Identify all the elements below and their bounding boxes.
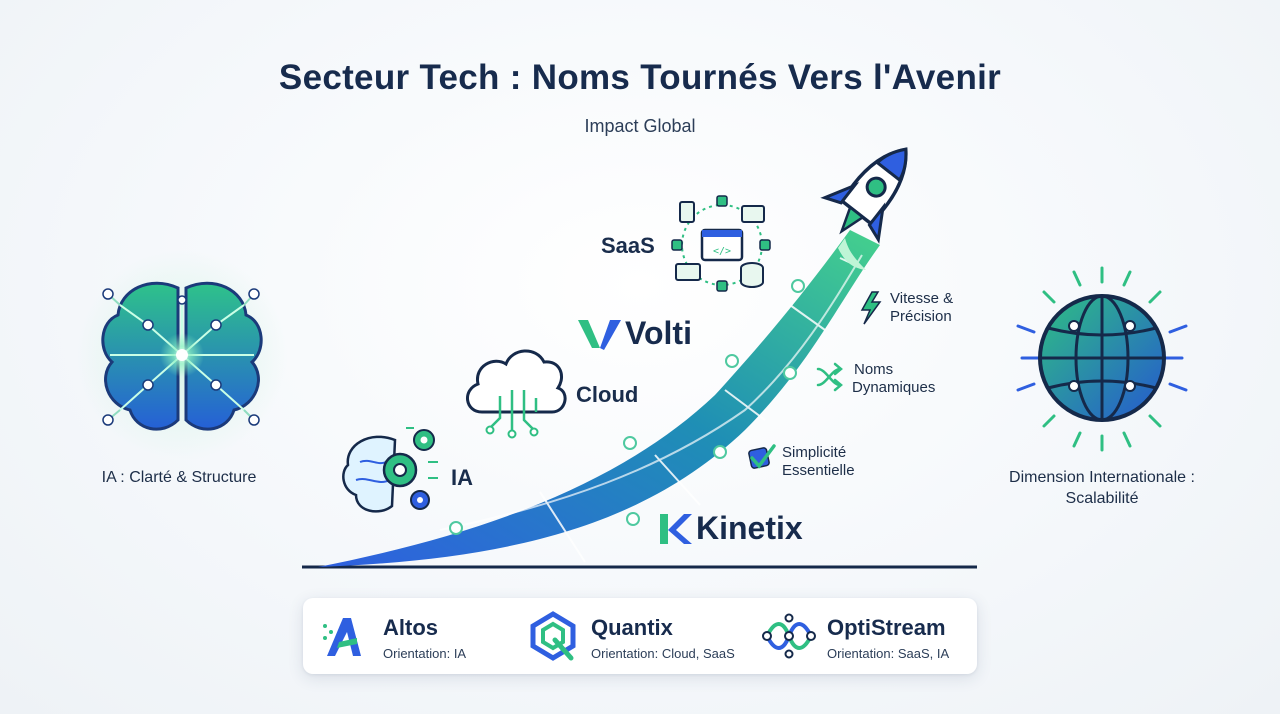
brand-kinetix-label: Kinetix [696,510,803,546]
rocket-icon [820,147,908,244]
checkmark-icon [748,444,776,469]
attribute-dynamic-line2: Dynamiques [852,379,936,396]
attribute-speed-line2: Précision [890,308,952,325]
lightning-icon [860,291,882,325]
attribute-simplicity-line1: Simplicité [782,444,847,461]
brand-volti-label: Volti [625,315,692,351]
altos-logo-icon [323,618,361,656]
legend-optistream-name: OptiStream [827,615,946,640]
category-ia-label: IA [451,465,473,490]
legend-item-optistream: OptiStream Orientation: SaaS, IA [761,598,971,674]
optistream-logo-icon [762,613,816,659]
attribute-simplicity-line2: Essentielle [782,462,855,479]
svg-text:</>: </> [713,246,731,257]
legend-altos-orientation: Orientation: IA [383,646,467,661]
globe-icon [1016,266,1188,452]
ai-head-gears-icon [342,427,438,513]
attribute-dynamic-line1: Noms [854,361,894,378]
volti-logo-icon [578,320,621,350]
ai-brain-icon [77,250,287,460]
international-caption-line1: Dimension Internationale : [1009,469,1195,486]
legend-item-altos: Altos Orientation: IA [317,598,527,674]
saas-network-icon: </> [671,195,771,292]
legend-altos-name: Altos [383,615,438,640]
attribute-speed-label: Vitesse & Précision [890,290,953,326]
attribute-dynamic-label: Noms Dynamiques [852,361,935,397]
legend-card: Altos Orientation: IA Quantix Orientatio… [303,598,977,674]
growth-trajectory [318,230,880,567]
ai-caption: IA : Clarté & Structure [101,469,257,486]
legend-optistream-orientation: Orientation: SaaS, IA [827,646,950,661]
cloud-icon [466,349,567,439]
category-cloud-label: Cloud [576,382,639,407]
attribute-speed-line1: Vitesse & [890,290,954,307]
legend-quantix-orientation: Orientation: Cloud, SaaS [591,646,735,661]
legend-quantix-name: Quantix [591,615,673,640]
international-caption-line2: Scalabilité [1065,490,1139,507]
quantix-logo-icon [530,611,576,661]
page-title: Secteur Tech : Noms Tournés Vers l'Aveni… [278,58,1002,97]
international-caption: Dimension Internationale : Scalabilité [982,467,1222,509]
attribute-simplicity-label: Simplicité Essentielle [782,444,855,480]
shuffle-arrows-icon [816,362,843,392]
category-saas-label: SaaS [601,233,655,258]
legend-item-quantix: Quantix Orientation: Cloud, SaaS [525,598,755,674]
page-subtitle: Impact Global [584,116,696,136]
kinetix-logo-icon [660,514,692,544]
